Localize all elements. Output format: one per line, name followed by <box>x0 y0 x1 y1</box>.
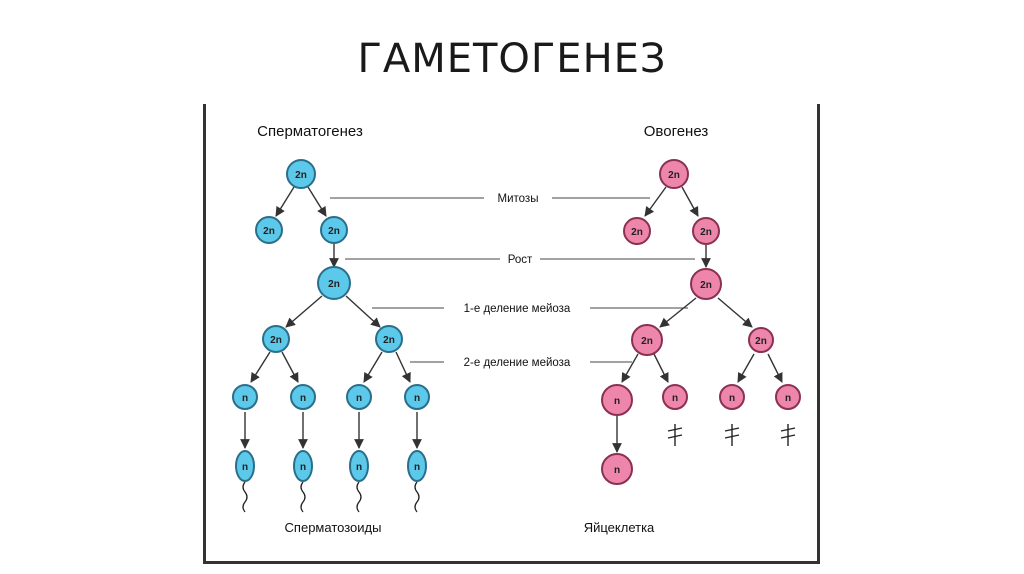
stage-mitosis: Митозы <box>498 193 539 205</box>
svg-text:2n: 2n <box>328 279 340 290</box>
svg-text:n: n <box>729 393 735 404</box>
svg-text:n: n <box>242 393 248 404</box>
cell-spermatogonium: 2n <box>255 216 283 244</box>
polar-body-degenerates-icon <box>724 424 740 446</box>
svg-text:n: n <box>414 462 420 473</box>
svg-text:2n: 2n <box>700 280 712 291</box>
svg-text:n: n <box>300 393 306 404</box>
stage-meiosis-1: 1-е деление мейоза <box>464 303 571 315</box>
svg-text:2n: 2n <box>668 170 680 181</box>
svg-text:n: n <box>356 393 362 404</box>
cell-secondary-spermatocyte: 2n <box>262 325 290 353</box>
cell-spermatozoon: n <box>293 450 313 482</box>
svg-text:2n: 2n <box>755 336 767 347</box>
slide-title: ГАМЕТОГЕНЕЗ <box>357 36 667 82</box>
cell-polar-body: n <box>719 384 745 410</box>
svg-text:n: n <box>356 462 362 473</box>
spermatogenesis-cells: 2n 2n 2n 2n 2n 2n n n n n n n n n <box>232 159 430 482</box>
svg-text:n: n <box>300 462 306 473</box>
cell-egg: n <box>601 453 633 485</box>
spermatozoa-label: Сперматозоиды <box>285 520 382 535</box>
svg-text:n: n <box>785 393 791 404</box>
stage-meiosis-2: 2-е деление мейоза <box>464 357 571 369</box>
cell-oogonium: 2n <box>692 217 720 245</box>
cell-spermatozoon: n <box>407 450 427 482</box>
stage-connectors <box>330 197 695 363</box>
svg-text:n: n <box>242 462 248 473</box>
egg-cell-label: Яйцеклетка <box>584 520 655 535</box>
cell-spermatid: n <box>290 384 316 410</box>
cell-primary-spermatocyte: 2n <box>317 266 351 300</box>
cell-spermatid: n <box>404 384 430 410</box>
svg-text:n: n <box>414 393 420 404</box>
cell-secondary-spermatocyte: 2n <box>375 325 403 353</box>
degeneration-marks <box>667 424 796 446</box>
polar-body-degenerates-icon <box>780 424 796 446</box>
cell-primary-oocyte: 2n <box>690 268 722 300</box>
svg-text:n: n <box>614 465 620 476</box>
cell-oogonium: 2n <box>623 217 651 245</box>
diagram-frame <box>203 104 820 564</box>
stage-growth: Рост <box>508 254 533 266</box>
svg-text:2n: 2n <box>641 336 653 347</box>
cell-spermatogonium: 2n <box>286 159 316 189</box>
svg-text:2n: 2n <box>263 226 275 237</box>
cell-spermatozoon: n <box>235 450 255 482</box>
svg-text:n: n <box>672 393 678 404</box>
svg-text:2n: 2n <box>270 335 282 346</box>
spermatogenesis-heading: Сперматогенез <box>257 123 363 140</box>
sperm-tails <box>242 481 420 513</box>
oogenesis-cells: 2n 2n 2n 2n 2n 2n n n n n n <box>601 159 801 485</box>
cell-polar-body: 2n <box>748 327 774 353</box>
cell-secondary-oocyte: 2n <box>631 324 663 356</box>
polar-body-degenerates-icon <box>667 424 683 446</box>
cell-polar-body: n <box>662 384 688 410</box>
svg-text:2n: 2n <box>295 170 307 181</box>
cell-polar-body: n <box>775 384 801 410</box>
svg-text:2n: 2n <box>328 226 340 237</box>
svg-text:2n: 2n <box>383 335 395 346</box>
oogenesis-heading: Овогенез <box>644 123 709 140</box>
cell-spermatid: n <box>232 384 258 410</box>
cell-spermatid: n <box>346 384 372 410</box>
svg-text:2n: 2n <box>631 227 643 238</box>
cell-spermatozoon: n <box>349 450 369 482</box>
svg-text:2n: 2n <box>700 227 712 238</box>
cell-spermatogonium: 2n <box>320 216 348 244</box>
svg-text:n: n <box>614 396 620 407</box>
cell-ootid: n <box>601 384 633 416</box>
lineage-arrows <box>240 186 783 453</box>
cell-oogonium: 2n <box>659 159 689 189</box>
